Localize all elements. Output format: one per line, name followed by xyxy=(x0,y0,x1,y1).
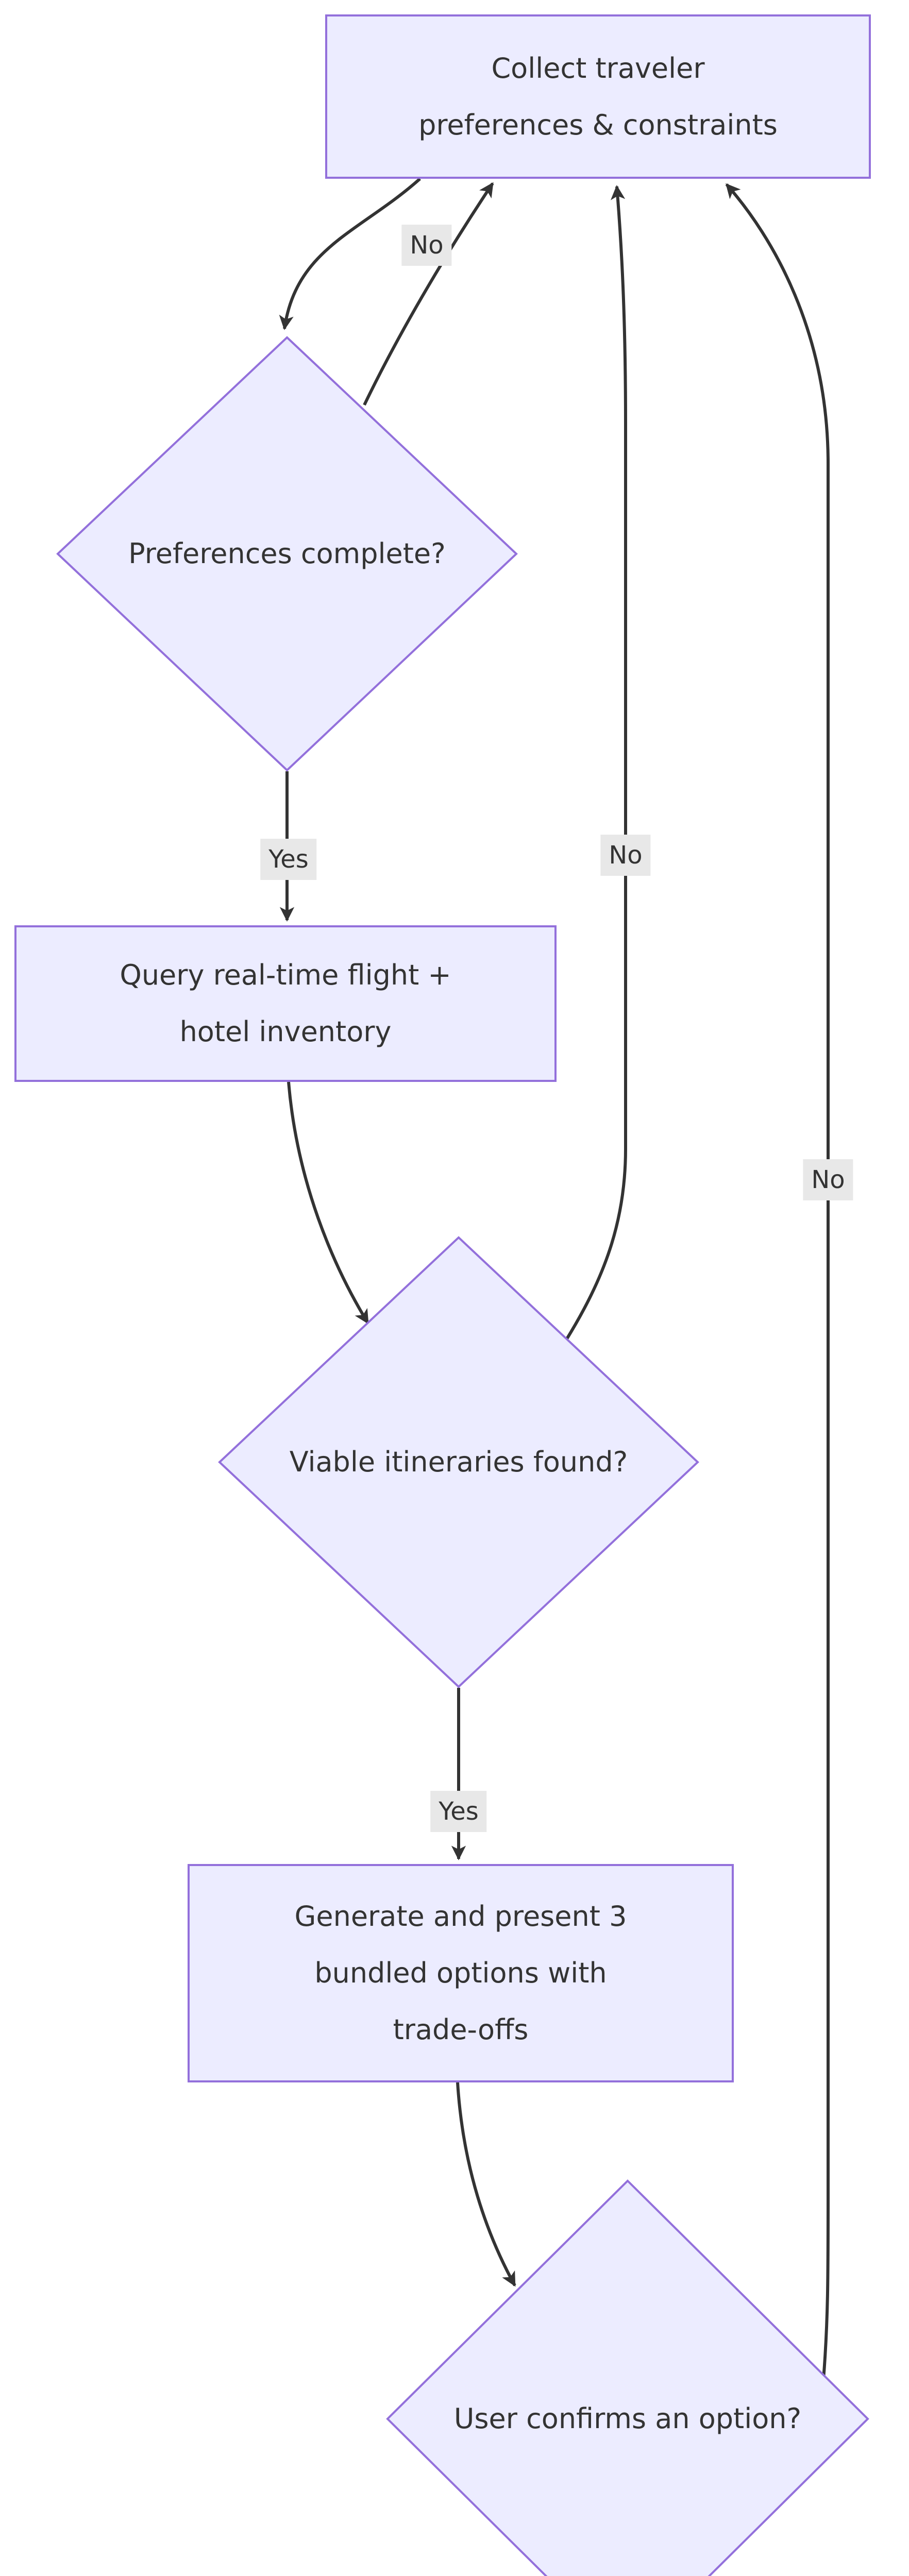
edge-user-confirms-no-to-collect xyxy=(725,183,830,2380)
edge-generate-options-to-user-confirms xyxy=(456,2082,516,2287)
edge-label-preferences-complete-yes: Yes xyxy=(260,839,317,880)
node-user-confirms-shape xyxy=(386,2179,869,2576)
node-query-inventory-shape xyxy=(14,925,557,1082)
edge-label-viable-itineraries-no: No xyxy=(600,835,651,876)
edge-preferences-complete-no-to-collect xyxy=(363,182,494,406)
edge-label-user-confirms-no: No xyxy=(803,1159,853,1200)
edge-collect-to-preferences-complete xyxy=(279,177,422,330)
edge-viable-itineraries-no-to-collect xyxy=(564,185,627,1342)
node-collect-shape xyxy=(325,14,871,179)
edge-query-inventory-to-viable-itineraries xyxy=(287,1081,369,1325)
edge-label-preferences-complete-no: No xyxy=(401,225,452,266)
edge-label-viable-itineraries-yes: Yes xyxy=(430,1791,487,1832)
node-preferences-complete-shape xyxy=(56,336,518,772)
node-viable-itineraries-shape xyxy=(218,1236,699,1688)
node-generate-options-shape xyxy=(188,1864,734,2082)
